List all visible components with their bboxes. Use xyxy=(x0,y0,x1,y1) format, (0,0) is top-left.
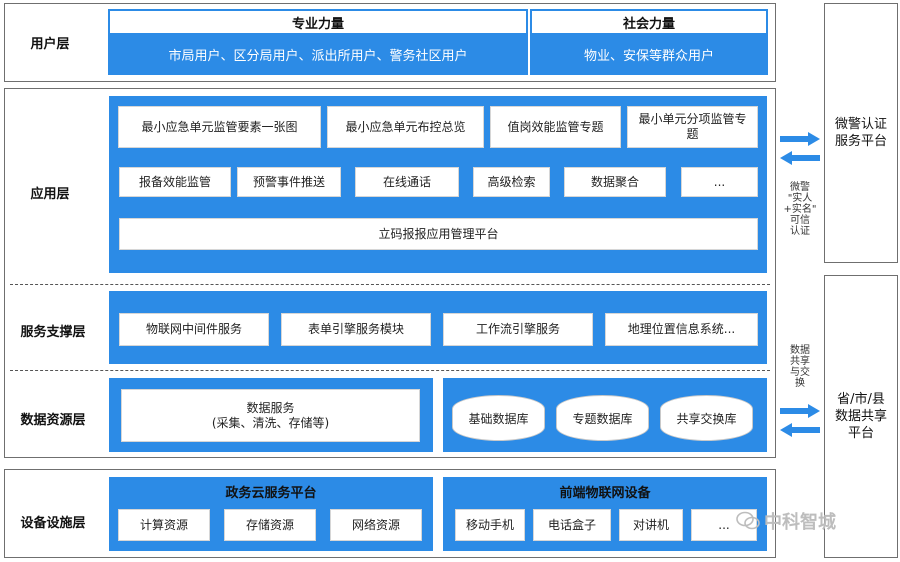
auth-platform[interactable]: 微警认证服务平台 xyxy=(824,3,898,263)
application-layer-label: 应用层 xyxy=(30,186,70,202)
arrow-right-icon xyxy=(780,404,820,418)
cloud-network-resource[interactable]: 网络资源 xyxy=(330,509,422,541)
wechat-icon xyxy=(736,511,760,530)
app-management-platform[interactable]: 立码报报应用管理平台 xyxy=(119,218,758,250)
cloud-storage-resource[interactable]: 存储资源 xyxy=(224,509,316,541)
app-feature-online-call[interactable]: 在线通话 xyxy=(355,167,459,197)
service-form-engine[interactable]: 表单引擎服务模块 xyxy=(281,313,431,346)
cloud-compute-resource[interactable]: 计算资源 xyxy=(118,509,210,541)
divider-service-data xyxy=(10,370,770,371)
iot-phone-box[interactable]: 电话盒子 xyxy=(533,509,611,541)
data-service-box[interactable]: 数据服务 (采集、清洗、存储等) xyxy=(121,389,420,442)
service-workflow-engine[interactable]: 工作流引擎服务 xyxy=(443,313,593,346)
watermark-text: 中科智城 xyxy=(764,512,836,533)
social-title: 社会力量 xyxy=(532,11,766,33)
data-service-title: 数据服务 xyxy=(246,400,295,415)
professional-title: 专业力量 xyxy=(110,11,526,33)
iot-device-title: 前端物联网设备 xyxy=(559,485,651,501)
app-feature-more[interactable]: ... xyxy=(681,167,758,197)
service-iot-middleware[interactable]: 物联网中间件服务 xyxy=(119,313,269,346)
divider-app-service xyxy=(10,284,770,285)
app-feature-data-aggregation[interactable]: 数据聚合 xyxy=(564,167,666,197)
social-users: 物业、安保等群众用户 xyxy=(583,48,714,64)
share-platform-label: 省/市/县数据共享平台 xyxy=(834,392,887,441)
app-feature-unit-itemized[interactable]: 最小单元分项监管专题 xyxy=(627,106,758,148)
app-feature-report-efficiency[interactable]: 报备效能监管 xyxy=(119,167,231,197)
user-layer-label: 用户层 xyxy=(30,36,70,52)
app-feature-advanced-search[interactable]: 高级检索 xyxy=(473,167,550,197)
database-basic[interactable]: 基础数据库 xyxy=(452,395,545,441)
auth-note: 微警 "实人 +实名" 可信 认证 xyxy=(783,182,817,237)
cloud-platform-title: 政务云服务平台 xyxy=(225,485,317,501)
arrow-left-icon xyxy=(780,151,820,165)
professional-users: 市局用户、区分局用户、派出所用户、警务社区用户 xyxy=(168,48,468,64)
service-gis-system[interactable]: 地理位置信息系统... xyxy=(605,313,758,346)
watermark: 中科智城 xyxy=(736,506,868,536)
database-topic[interactable]: 专题数据库 xyxy=(556,395,649,441)
share-note: 数据 共享 与交 换 xyxy=(790,345,810,389)
device-layer-label: 设备设施层 xyxy=(20,515,86,531)
iot-mobile-phone[interactable]: 移动手机 xyxy=(455,509,525,541)
arrow-left-icon xyxy=(780,423,820,437)
database-exchange[interactable]: 共享交换库 xyxy=(660,395,753,441)
app-feature-element-map[interactable]: 最小应急单元监管要素一张图 xyxy=(118,106,321,148)
data-service-detail: (采集、清洗、存储等) xyxy=(211,415,330,430)
iot-walkie-talkie[interactable]: 对讲机 xyxy=(619,509,683,541)
arrow-right-icon xyxy=(780,132,820,146)
auth-platform-label: 微警认证服务平台 xyxy=(834,117,887,149)
app-feature-deployment-overview[interactable]: 最小应急单元布控总览 xyxy=(327,106,484,148)
service-layer-label: 服务支撑层 xyxy=(20,324,86,340)
app-feature-alert-push[interactable]: 预警事件推送 xyxy=(237,167,341,197)
share-platform[interactable]: 省/市/县数据共享平台 xyxy=(824,275,898,558)
data-layer-label: 数据资源层 xyxy=(20,412,86,428)
app-feature-duty-efficiency[interactable]: 值岗效能监管专题 xyxy=(490,106,621,148)
